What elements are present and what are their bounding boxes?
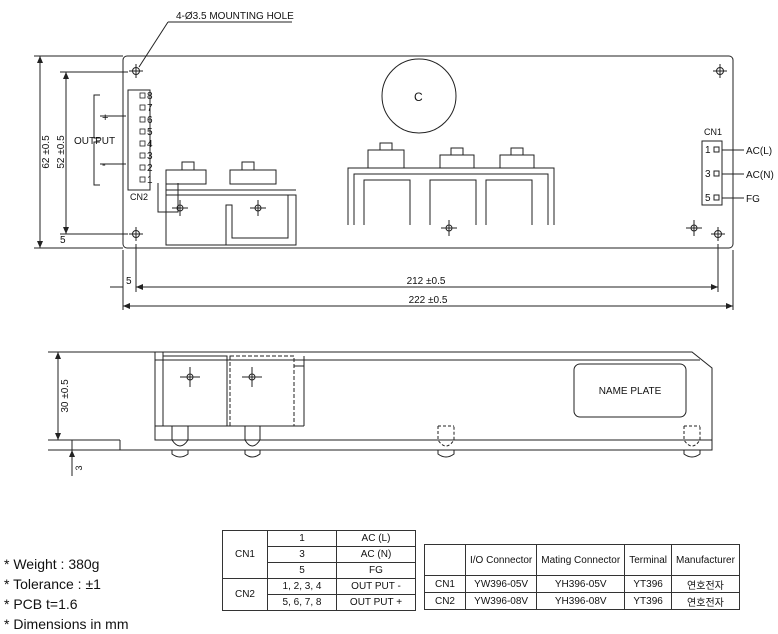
cn2-label-cell: CN2 bbox=[222, 578, 268, 611]
dim-5-bottom: 5 bbox=[126, 276, 132, 287]
header-cell: Manufacturer bbox=[671, 544, 740, 576]
plus-label: + bbox=[102, 112, 108, 124]
cn2-pin-3: 3 bbox=[147, 151, 153, 162]
top-view bbox=[34, 21, 744, 310]
signal-cell: AC (L) bbox=[336, 530, 416, 547]
note-weight: * Weight : 380g bbox=[4, 556, 100, 572]
table-row: 5, 6, 7, 8 OUT PUT + bbox=[223, 594, 416, 611]
cn1-connector bbox=[701, 140, 723, 206]
signal-cell: OUT PUT + bbox=[336, 594, 416, 611]
capacitor bbox=[381, 58, 457, 134]
cn2-pin-4: 4 bbox=[147, 139, 153, 150]
table-row: 3 AC (N) bbox=[223, 546, 416, 563]
mechanical-drawing: 4-Ø3.5 MOUNTING HOLE C OUTPUT + - CN2 8 … bbox=[34, 11, 774, 476]
minus-label: - bbox=[102, 159, 106, 171]
table-cell: 연호전자 bbox=[671, 592, 740, 610]
mounting-hole-label: 4-Ø3.5 MOUNTING HOLE bbox=[176, 11, 294, 22]
cn1-signal-acl: AC(L) bbox=[746, 146, 772, 157]
header-cell: Terminal bbox=[624, 544, 672, 576]
cn1-pin-3: 3 bbox=[705, 169, 711, 180]
mounting-hole bbox=[129, 64, 143, 78]
table-row: CN1 YW396-05V YH396-05V YT396 연호전자 bbox=[424, 575, 740, 593]
header-cell: I/O Connector bbox=[464, 544, 538, 576]
name-plate-label: NAME PLATE bbox=[599, 386, 662, 397]
chassis-outline-top bbox=[122, 55, 734, 249]
pin-cell: 5 bbox=[267, 562, 337, 579]
connector-pin-table: CN1 1 AC (L) 3 AC (N) 5 FG CN2 1, 2, 3, … bbox=[222, 530, 416, 611]
header-cell: Mating Connector bbox=[536, 544, 626, 576]
table-row: CN2 YW396-08V YH396-08V YT396 연호전자 bbox=[424, 592, 740, 610]
pin-cell: 1, 2, 3, 4 bbox=[267, 578, 337, 595]
cn2-connector bbox=[127, 89, 151, 191]
signal-cell: OUT PUT - bbox=[336, 578, 416, 595]
table-cell: YW396-05V bbox=[464, 575, 538, 593]
dim-height-30: 30 ±0.5 bbox=[60, 379, 71, 413]
pin-cell: 1 bbox=[267, 530, 337, 547]
signal-cell: FG bbox=[336, 562, 416, 579]
capacitor-label: C bbox=[414, 90, 423, 104]
table-header-row: I/O Connector Mating Connector Terminal … bbox=[424, 544, 740, 576]
cn2-pin-6: 6 bbox=[147, 115, 153, 126]
dim-width-212: 212 ±0.5 bbox=[407, 276, 446, 287]
cn1-pin-5: 5 bbox=[705, 193, 711, 204]
note-pcb: * PCB t=1.6 bbox=[4, 596, 78, 612]
name-plate bbox=[573, 363, 687, 418]
table-cell: CN1 bbox=[424, 575, 466, 593]
cn2-pin-1: 1 bbox=[147, 175, 153, 186]
table-cell: YT396 bbox=[624, 592, 672, 610]
table-row: CN1 1 AC (L) bbox=[222, 530, 416, 579]
header-cell bbox=[424, 544, 466, 576]
pin-cell: 5, 6, 7, 8 bbox=[267, 594, 337, 611]
table-cell: YH396-08V bbox=[536, 592, 626, 610]
cn2-pin-8: 8 bbox=[147, 91, 153, 102]
connector-spec-table: I/O Connector Mating Connector Terminal … bbox=[424, 544, 740, 610]
cn1-pin-1: 1 bbox=[705, 145, 711, 156]
mounting-hole bbox=[129, 227, 143, 241]
dim-height-52: 52 ±0.5 bbox=[56, 135, 67, 169]
output-label: OUTPUT bbox=[74, 136, 115, 147]
spec-notes: * Weight : 380g * Tolerance : ±1 * PCB t… bbox=[4, 554, 128, 634]
dim-5-left: 5 bbox=[60, 235, 66, 246]
cn2-pin-5: 5 bbox=[147, 127, 153, 138]
table-cell: YT396 bbox=[624, 575, 672, 593]
note-tolerance: * Tolerance : ±1 bbox=[4, 576, 101, 592]
note-dimensions: * Dimensions in mm bbox=[4, 616, 129, 632]
cn1-signal-fg: FG bbox=[746, 194, 760, 205]
table-cell: 연호전자 bbox=[671, 575, 740, 593]
table-cell: YH396-05V bbox=[536, 575, 626, 593]
table-cell: CN2 bbox=[424, 592, 466, 610]
mounting-hole bbox=[711, 227, 725, 241]
mounting-hole bbox=[713, 64, 727, 78]
pin-cell: 3 bbox=[267, 546, 337, 563]
table-row: 5 FG bbox=[223, 562, 416, 579]
cn1-connector-label: CN1 bbox=[704, 127, 722, 137]
cn2-connector-label: CN2 bbox=[130, 192, 148, 202]
dim-height-62: 62 ±0.5 bbox=[41, 135, 52, 169]
table-row: CN2 1, 2, 3, 4 OUT PUT - bbox=[222, 578, 416, 611]
dim-width-222: 222 ±0.5 bbox=[409, 295, 448, 306]
cn1-label-cell: CN1 bbox=[222, 530, 268, 579]
cn1-signal-acn: AC(N) bbox=[746, 170, 774, 181]
cn2-pin-numbers: 8 7 6 5 4 3 2 1 bbox=[147, 91, 153, 186]
table-cell: YW396-08V bbox=[464, 592, 538, 610]
signal-cell: AC (N) bbox=[336, 546, 416, 563]
dim-thickness-3: 3 bbox=[74, 465, 84, 470]
cn2-pin-7: 7 bbox=[147, 103, 153, 114]
cn2-pin-2: 2 bbox=[147, 163, 153, 174]
side-view bbox=[48, 351, 713, 476]
